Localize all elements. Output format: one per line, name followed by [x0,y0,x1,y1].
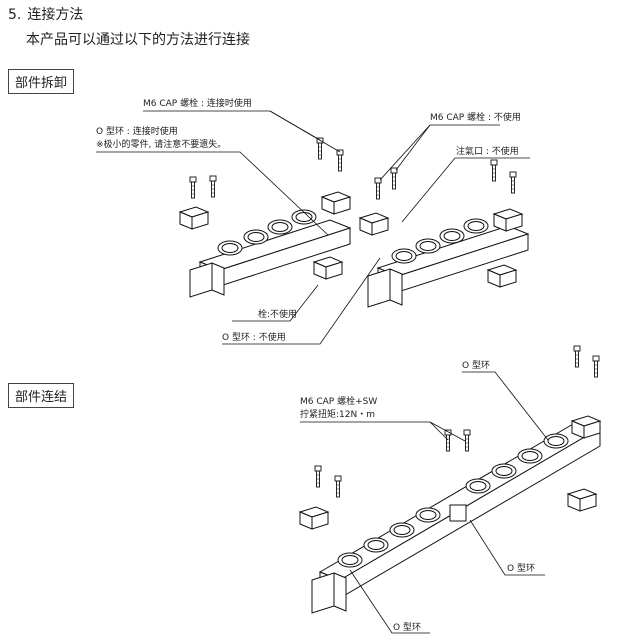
callout-plug-unused: 栓:不使用 [258,310,298,320]
connected-end-block [299,506,329,530]
bolt-icon [490,159,498,182]
connected-top-block [571,415,601,439]
section-heading: 5. 连接方法 [8,4,83,24]
section-number: 5. [8,7,22,23]
bolt-icon [314,465,322,488]
callout-oring-unused: O 型环 : 不使用 [222,333,286,343]
callout-oring-top: O 型环 [462,361,490,371]
callout-cap-bolt-sw: M6 CAP 螺栓+SW [300,397,378,407]
bolt-icon [390,167,398,190]
left-rail [189,209,351,298]
disassembly-label: 部件拆卸 [8,69,75,94]
bolt-icon [189,176,197,199]
bolt-icon [334,475,342,498]
bolt-icon [573,345,581,368]
connected-plug-block [567,488,597,512]
bolt-icon [592,355,600,378]
bolt-icon [509,171,517,194]
bolt-icon [209,175,217,198]
callout-small-parts-note: ※极小的零件, 请注意不要遗失。 [96,140,227,150]
disassembly-leaders [96,110,530,345]
callout-cap-bolt-unused: M6 CAP 螺栓 : 不使用 [430,113,521,123]
left-end-block [179,206,209,230]
callout-torque: 拧紧扭矩:12N・m [300,410,375,420]
left-plug-block [313,256,343,280]
section-title: 连接方法 [27,7,84,23]
connected-rail [311,419,602,614]
right-rail [367,218,529,308]
callout-oring-mid: O 型环 [507,564,535,574]
connection-leaders [300,371,549,634]
right-right-block [493,208,523,232]
right-end-block [359,212,389,236]
connection-label: 部件连结 [8,383,75,408]
left-right-block [321,191,351,215]
callout-cap-bolt-connect: M6 CAP 螺栓 : 连接时使用 [143,99,252,109]
section-description: 本产品可以通过以下的方法进行连接 [26,32,250,48]
callout-oring-bottom: O 型环 [393,623,421,633]
right-plug-block [487,264,517,288]
bolt-icon [374,177,382,200]
callout-inlet-unused: 注氣口 : 不使用 [456,147,519,157]
callout-oring-connect: O 型环 : 连接时使用 [96,127,178,137]
bolt-icon [336,149,344,172]
